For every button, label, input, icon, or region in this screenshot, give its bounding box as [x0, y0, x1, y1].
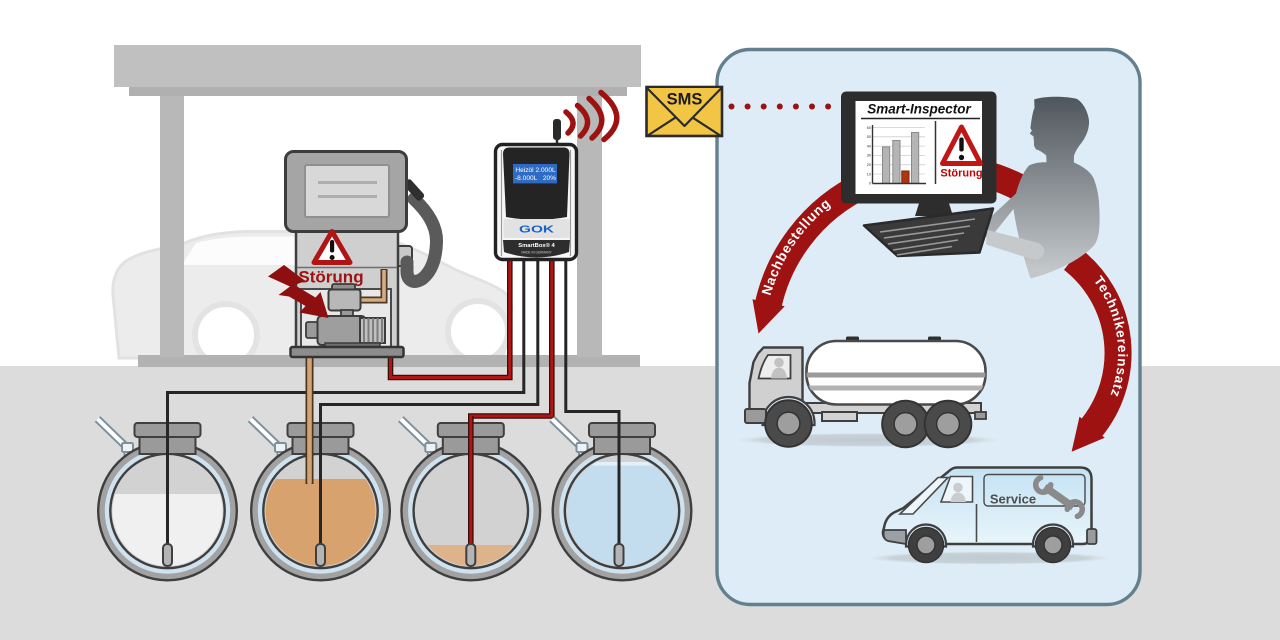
svg-text:GOK: GOK — [519, 224, 555, 236]
svg-text:Smart-Inspector: Smart-Inspector — [867, 102, 971, 117]
svg-text:Heizöl 2.000L: Heizöl 2.000L — [515, 167, 556, 174]
svg-text:30: 30 — [867, 154, 871, 158]
svg-text:50: 50 — [867, 135, 871, 139]
svg-text:0: 0 — [869, 182, 871, 186]
svg-text:20: 20 — [867, 163, 871, 167]
svg-text:SmartBox® 4: SmartBox® 4 — [518, 242, 555, 249]
svg-text:Störung: Störung — [940, 168, 982, 180]
svg-text:SMS: SMS — [667, 91, 703, 109]
svg-text:40: 40 — [867, 144, 871, 148]
svg-text:Störung: Störung — [298, 268, 363, 287]
svg-text:60: 60 — [867, 126, 871, 130]
svg-text:-8.000L 20%: -8.000L 20% — [515, 175, 556, 182]
svg-text:10: 10 — [867, 172, 871, 176]
svg-text:Service: Service — [990, 492, 1036, 507]
svg-text:MADE IN GERMANY: MADE IN GERMANY — [521, 251, 552, 255]
